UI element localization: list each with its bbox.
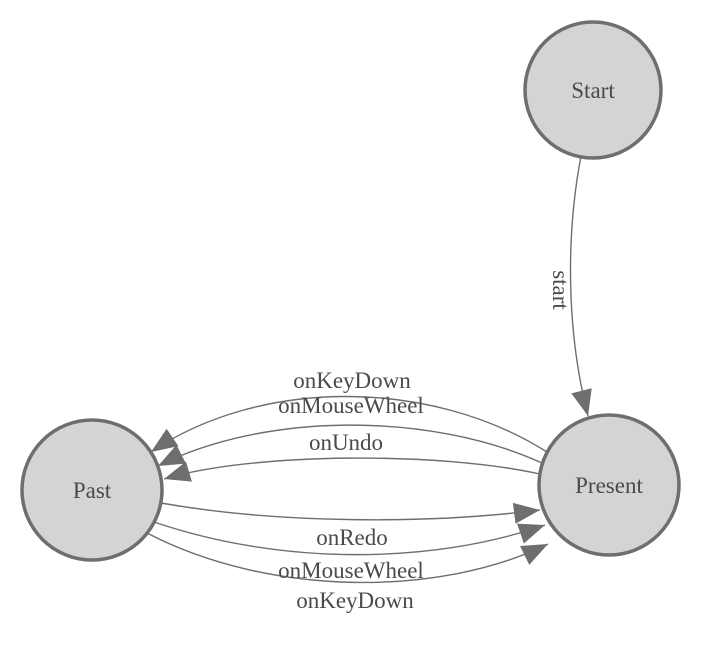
transition-label: onUndo	[309, 430, 383, 455]
transition-label: onMouseWheel	[278, 558, 424, 583]
transition-path-past-to-present	[160, 502, 541, 524]
transition-path-start-to-present	[569, 155, 592, 417]
state-label-present: Present	[575, 473, 643, 498]
transition-label: onKeyDown	[296, 588, 414, 613]
state-label-past: Past	[73, 478, 112, 503]
transition-label: onRedo	[316, 525, 388, 550]
transition-path-past-to-present	[146, 532, 549, 584]
transition-label: onMouseWheel	[278, 393, 424, 418]
transition-edges-layer	[146, 155, 592, 584]
transition-path-present-to-past	[163, 457, 541, 482]
state-node-present[interactable]: Present	[537, 413, 681, 557]
transition-label: onKeyDown	[293, 368, 411, 393]
state-label-start: Start	[571, 78, 615, 103]
transition-labels-layer: startonKeyDownonMouseWheelonUndoonRedoon…	[278, 270, 573, 613]
transition-path-present-to-past	[157, 424, 543, 467]
transition-label: start	[548, 270, 573, 310]
transition-path-present-to-past	[150, 395, 548, 453]
transition-path-past-to-present	[153, 521, 546, 556]
state-circle-past[interactable]	[20, 418, 164, 562]
state-circle-start[interactable]	[523, 20, 663, 160]
state-circle-present[interactable]	[537, 413, 681, 557]
state-node-start[interactable]: Start	[523, 20, 663, 160]
state-node-past[interactable]: Past	[20, 418, 164, 562]
